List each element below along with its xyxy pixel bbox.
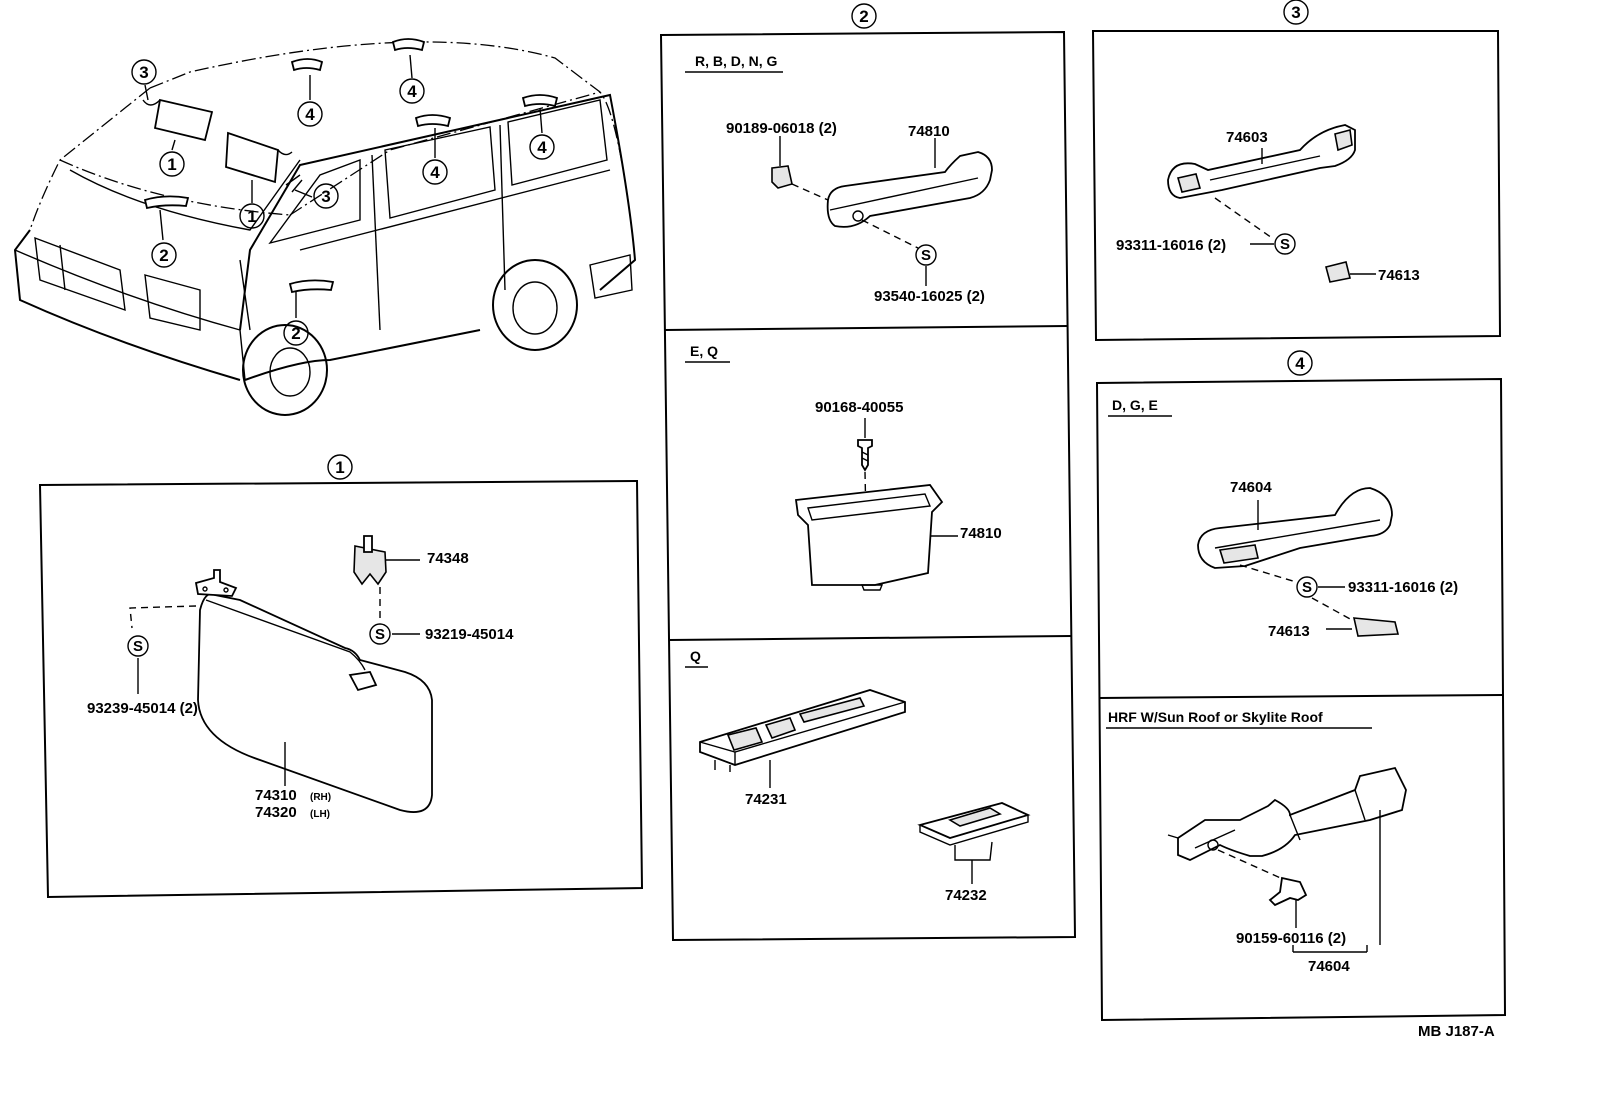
callout-3-a: 3 [131,59,157,85]
part-number-74613-a: 74613 [1378,267,1420,284]
svg-text:S: S [375,626,385,643]
section-4-assist-grip: 4 D, G, E S 74604 93311-16016 (2) 74613 … [1095,350,1507,1022]
panel-header-eq: E, Q [690,343,718,359]
part-number-74613-b: 74613 [1268,623,1310,640]
part-number-74231: 74231 [745,791,787,808]
part-number-90189-06018: 90189-06018 (2) [726,120,837,137]
panel-header-q: Q [690,648,701,664]
part-number-74310: 74310 [255,787,297,804]
svg-text:4: 4 [537,138,547,157]
svg-text:3: 3 [139,63,148,82]
grip-assembly-74604-part [1177,766,1407,861]
screw-part [857,439,873,472]
callout-2-a: 2 [151,242,177,268]
section-2-panel-a: R, B, D, N, G S 90189-06018 (2) 74810 93… [685,53,993,305]
section-3-frame [1091,30,1502,342]
part-number-74810-b: 74810 [960,525,1002,542]
callout-4-b: 4 [399,78,425,104]
section-2-assist-grip: 2 R, B, D, N, G S 90189-06018 (2) 74810 … [659,3,1077,942]
svg-text:2: 2 [159,246,168,265]
callout-4-d: 4 [529,134,555,160]
part-number-93311-16016-b: 93311-16016 (2) [1348,579,1458,596]
callout-1-a: 1 [159,151,185,177]
part-number-74810-a: 74810 [908,123,950,140]
diagram-code: MB J187-A [1418,1023,1495,1040]
screw-symbol-s3: S [915,244,937,266]
svg-text:S: S [1302,579,1312,596]
section-2-panel-c: Q 74231 74232 [685,648,1031,904]
part-number-74232: 74232 [945,887,987,904]
svg-text:1: 1 [247,207,256,226]
part-number-90159-60116: 90159-60116 (2) [1236,930,1346,947]
van-callouts: 3 4 4 4 4 1 1 3 2 2 [131,59,555,346]
part-number-74604-a: 74604 [1230,479,1272,496]
screw-90159-part [1268,876,1308,907]
part-number-93540-16025: 93540-16025 (2) [874,288,985,305]
section-4-frame [1095,377,1507,1022]
callout-2-b: 2 [283,320,309,346]
section-4-title: 4 [1295,354,1305,373]
part-number-74320: 74320 [255,804,297,821]
section-2-frame [659,30,1077,942]
screw-symbol-s1: S [127,635,149,657]
van-illustration [13,38,637,416]
grip-cap-part [771,165,793,189]
part-number-93219-45014: 93219-45014 [425,626,514,643]
section-2-panel-b: E, Q 90168-40055 74810 [685,343,1002,591]
panel-header-dge: D, G, E [1112,397,1158,413]
callout-4-a: 4 [297,101,323,127]
switch-74231-part [699,689,906,766]
section-2-title: 2 [859,7,868,26]
grip-cap-74613-b-part [1352,617,1400,637]
visor-hinge-part [194,569,238,597]
svg-text:4: 4 [430,163,440,182]
svg-text:S: S [1280,236,1290,253]
svg-text:1: 1 [167,155,176,174]
svg-text:4: 4 [305,105,315,124]
assist-grip-part [826,151,993,228]
storage-pocket-part [794,484,944,586]
part-suffix-rh: (RH) [310,792,331,803]
svg-text:4: 4 [407,82,417,101]
grip-cap-74613-part [1325,261,1351,283]
section-4-panel-b: HRF W/Sun Roof or Skylite Roof 90159-601… [1106,709,1407,975]
sun-visor-part [197,593,433,813]
section-4-panel-a: D, G, E S 74604 93311-16016 (2) 74613 [1108,397,1458,640]
section-3-assist-grip: 3 S 74603 93311-16016 (2) 74613 [1091,0,1502,342]
callout-1-b: 1 [239,203,265,229]
part-number-74604-b: 74604 [1308,958,1350,975]
section-1-title: 1 [335,458,344,477]
part-number-93311-16016-a: 93311-16016 (2) [1116,237,1226,254]
screw-symbol-s2: S [369,623,391,645]
section-3-title: 3 [1291,3,1300,22]
screw-symbol-s5: S [1296,576,1318,598]
section-1-frame [38,479,644,899]
svg-text:S: S [133,638,143,655]
svg-text:2: 2 [291,324,300,343]
callout-3-b: 3 [313,183,339,209]
section-1-sun-visor: 1 S S 74348 93219-45014 93239-45014 (2) … [38,454,644,899]
part-number-90168-40055: 90168-40055 [815,399,903,416]
visor-clip-part [353,545,387,586]
part-number-93239-45014: 93239-45014 (2) [87,700,198,717]
svg-text:S: S [921,247,931,264]
svg-text:3: 3 [321,187,330,206]
part-number-74348: 74348 [427,550,469,567]
screw-symbol-s4: S [1274,233,1296,255]
panel-header-hrf: HRF W/Sun Roof or Skylite Roof [1108,709,1323,725]
callout-4-c: 4 [422,159,448,185]
part-suffix-lh: (LH) [310,809,330,820]
part-number-74603: 74603 [1226,129,1268,146]
panel-header-rbdng: R, B, D, N, G [695,53,778,69]
